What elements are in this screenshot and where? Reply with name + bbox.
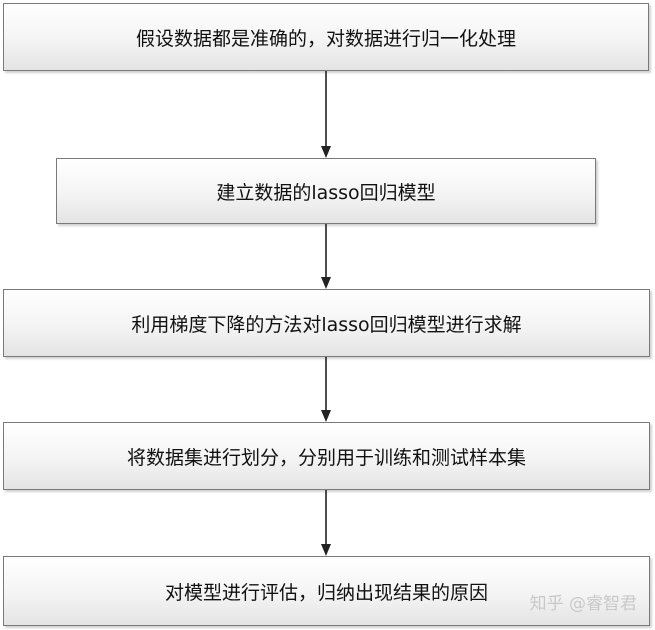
arrow-1-to-2	[321, 71, 331, 158]
arrow-2-to-3	[321, 224, 331, 289]
step-1-label: 假设数据都是准确的，对数据进行归一化处理	[135, 27, 516, 50]
arrow-3-to-4	[321, 357, 331, 422]
step-3-label: 利用梯度下降的方法对lasso回归模型进行求解	[131, 313, 522, 336]
step-4-label: 将数据集进行划分，分别用于训练和测试样本集	[126, 446, 526, 469]
arrow-4-to-5	[321, 490, 331, 556]
step-2-label: 建立数据的lasso回归模型	[216, 181, 436, 204]
step-1-box: 假设数据都是准确的，对数据进行归一化处理	[3, 3, 649, 71]
step-4-box: 将数据集进行划分，分别用于训练和测试样本集	[3, 422, 650, 490]
step-2-box: 建立数据的lasso回归模型	[56, 158, 596, 224]
step-3-box: 利用梯度下降的方法对lasso回归模型进行求解	[3, 289, 650, 357]
step-5-label: 对模型进行评估，归纳出现结果的原因	[164, 581, 488, 604]
step-5-box: 对模型进行评估，归纳出现结果的原因	[3, 556, 650, 626]
watermark: 知乎 @睿智君	[529, 594, 637, 614]
